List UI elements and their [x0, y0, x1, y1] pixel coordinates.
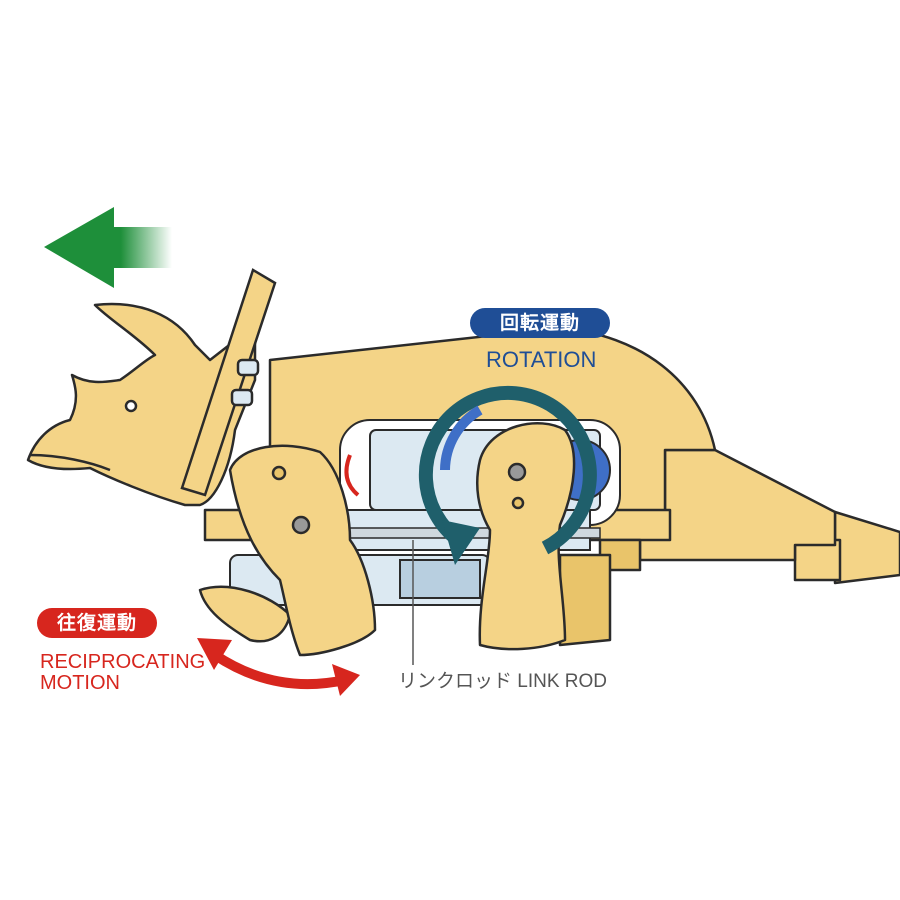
- reciprocating-jp-label: 往復運動: [37, 608, 157, 638]
- linkrod-label: リンクロッド LINK ROD: [398, 671, 608, 692]
- rotation-en-label: ROTATION: [486, 347, 597, 372]
- circular-arrow-icon: [418, 385, 597, 565]
- tail: [638, 448, 900, 585]
- reciprocating-en-label: RECIPROCATING MOTION: [40, 651, 206, 694]
- frill-plate: [180, 268, 277, 497]
- rotation-jp-label: 回転運動: [470, 308, 610, 338]
- left-arrow-icon: [44, 207, 172, 288]
- front-leg: [198, 444, 377, 657]
- rear-leg: [476, 422, 612, 651]
- double-arrow-icon: [197, 638, 360, 696]
